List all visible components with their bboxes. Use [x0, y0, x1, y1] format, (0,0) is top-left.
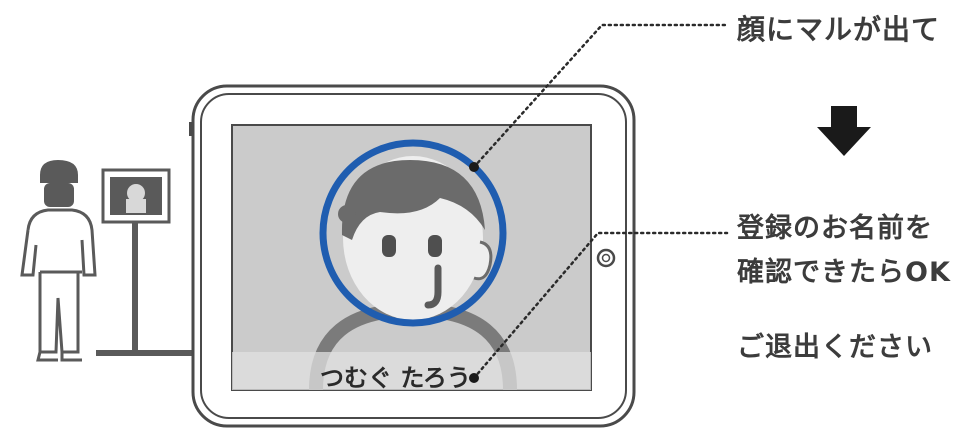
- leader-line-top: [469, 23, 729, 172]
- name-bar: [232, 352, 591, 390]
- down-arrow-icon: [817, 106, 871, 156]
- caption-face-circle: 顔にマルが出て: [737, 13, 941, 46]
- caption-exit: ご退出ください: [737, 332, 933, 363]
- caption-confirm-line1: 登録のお名前を: [737, 213, 933, 244]
- kiosk-terminal-icon: [96, 168, 196, 356]
- person-icon: [20, 160, 97, 362]
- caption-confirm-line2: 確認できたらOK: [737, 257, 951, 288]
- leader-line-bottom: [469, 231, 729, 383]
- recognition-ring: [319, 139, 507, 327]
- home-button-icon: [596, 248, 616, 268]
- registered-name: つむぐ たろう: [320, 364, 471, 392]
- face-illustration: [309, 156, 517, 390]
- side-button: [189, 122, 193, 136]
